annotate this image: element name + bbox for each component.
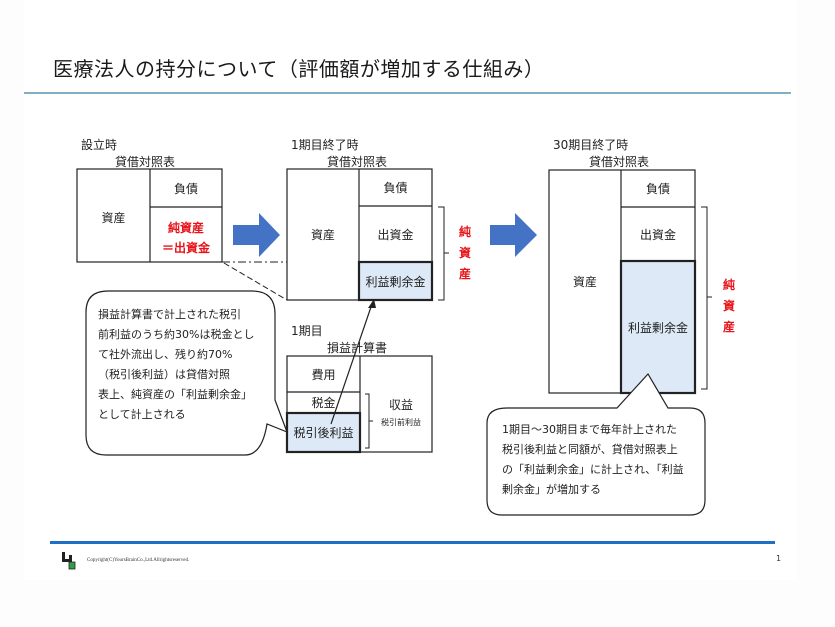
footer-divider bbox=[50, 541, 775, 544]
income-after-tax-profit: 税引後利益 bbox=[293, 426, 354, 440]
period30-subtitle: 貸借対照表 bbox=[589, 155, 650, 169]
copyright-text: Copyright(C)YoursBrainCo.,Ltd.Allrightsr… bbox=[87, 558, 190, 563]
period30-bracket bbox=[701, 206, 712, 390]
period30-liabilities: 負債 bbox=[645, 182, 670, 196]
transfer-arrow-line bbox=[330, 303, 373, 425]
transfer-arrowhead-icon bbox=[368, 299, 376, 308]
period1-heading: 1期目終了時 bbox=[291, 138, 359, 152]
period30-net-assets-label: 純 資 産 bbox=[722, 275, 736, 338]
income-statement bbox=[285, 355, 433, 454]
net-assets-char: 純 bbox=[722, 278, 735, 292]
establishment-capital-equals: ＝出資金 bbox=[161, 240, 210, 255]
company-logo-icon bbox=[62, 552, 76, 570]
income-pretax-profit: 税引前利益 bbox=[381, 417, 421, 427]
income-bracket bbox=[365, 393, 373, 449]
after-tax-profit-box bbox=[285, 411, 362, 454]
period1-capital: 出資金 bbox=[377, 227, 414, 242]
callout-line: 剰余金」が増加する bbox=[502, 483, 601, 496]
period30-balance-sheet bbox=[548, 169, 697, 395]
callout-line: 1期目～30期目まで毎年計上された bbox=[502, 423, 677, 436]
period30-assets: 資産 bbox=[572, 275, 597, 289]
period1-retained-earnings-box bbox=[357, 260, 434, 302]
callout-line: （税引後利益）は貸借対照 bbox=[98, 368, 230, 381]
period1-liabilities: 負債 bbox=[383, 181, 408, 195]
establishment-net-assets: 純資産 bbox=[167, 220, 204, 235]
connector-dashed-diag bbox=[223, 262, 288, 301]
period30-heading: 30期目終了時 bbox=[553, 138, 629, 152]
right-callout-text: 1期目～30期目まで毎年計上された 税引後利益と同額が、貸借対照表上 の「利益剰… bbox=[502, 420, 702, 500]
right-callout-bubble bbox=[486, 372, 706, 516]
callout-line: として計上される bbox=[98, 408, 186, 421]
income-expenses: 費用 bbox=[311, 367, 336, 382]
callout-line: 前利益のうち約30%は税金とし bbox=[98, 328, 255, 341]
establishment-subtitle: 貸借対照表 bbox=[115, 155, 176, 169]
period30-retained-earnings: 利益剰余金 bbox=[627, 320, 688, 335]
establishment-heading: 設立時 bbox=[81, 138, 118, 152]
period30-capital: 出資金 bbox=[639, 227, 676, 242]
establishment-liabilities: 負債 bbox=[173, 181, 198, 196]
callout-line: 損益計算書で計上された税引 bbox=[98, 308, 241, 321]
net-assets-char: 資 bbox=[722, 299, 735, 313]
callout-line: て社外流出し、残り約70% bbox=[98, 348, 233, 361]
income-statement-subtitle: 損益計算書 bbox=[327, 341, 388, 355]
net-assets-char: 純 bbox=[458, 225, 471, 239]
left-callout-text: 損益計算書で計上された税引 前利益のうち約30%は税金とし て社外流出し、残り約… bbox=[98, 305, 273, 425]
net-assets-char: 資 bbox=[458, 246, 471, 260]
period30-retained-earnings-box bbox=[619, 259, 697, 395]
page-title: 医療法人の持分について（評価額が増加する仕組み） bbox=[53, 57, 545, 81]
period1-bracket bbox=[438, 206, 449, 301]
income-tax: 税金 bbox=[311, 396, 336, 410]
period1-retained-earnings: 利益剰余金 bbox=[365, 274, 426, 289]
income-statement-heading: 1期目 bbox=[291, 324, 323, 338]
title-divider bbox=[24, 92, 791, 94]
period1-assets: 資産 bbox=[310, 228, 335, 242]
net-assets-char: 産 bbox=[458, 267, 471, 281]
net-assets-char: 産 bbox=[722, 320, 735, 334]
page-number: 1 bbox=[776, 554, 782, 563]
callout-line: 表上、純資産の「利益剰余金」 bbox=[98, 388, 252, 401]
arrow-right-icon bbox=[490, 213, 537, 257]
period1-balance-sheet bbox=[286, 168, 434, 302]
establishment-balance-sheet bbox=[76, 168, 223, 263]
establishment-assets: 資産 bbox=[101, 211, 126, 225]
period1-subtitle: 貸借対照表 bbox=[327, 155, 388, 169]
callout-line: 税引後利益と同額が、貸借対照表上 bbox=[502, 443, 678, 456]
period1-net-assets-label: 純 資 産 bbox=[458, 222, 472, 285]
callout-line: の「利益剰余金」に計上され、「利益 bbox=[502, 463, 684, 476]
income-revenue: 収益 bbox=[388, 397, 413, 412]
arrow-right-icon bbox=[233, 213, 280, 257]
left-callout-bubble bbox=[85, 290, 289, 456]
